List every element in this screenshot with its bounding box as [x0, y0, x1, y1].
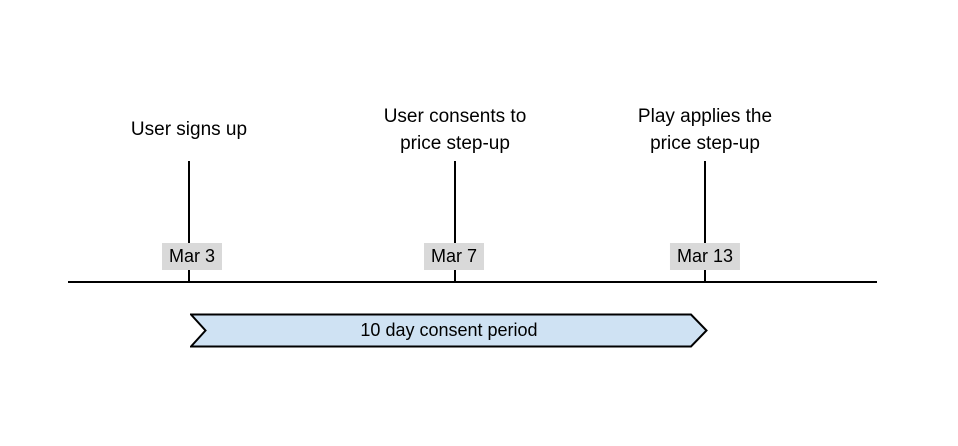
date-badge-mar-3: Mar 3	[161, 243, 223, 270]
event-label-play-applies: Play applies the price step-up	[555, 103, 855, 157]
timeline-axis-line	[68, 281, 877, 283]
event-label-user-consents: User consents to price step-up	[305, 103, 605, 157]
event-tick-mar-3	[188, 161, 190, 282]
date-badge-mar-13: Mar 13	[669, 243, 741, 270]
event-label-line: price step-up	[650, 133, 760, 154]
date-badge-mar-7: Mar 7	[423, 243, 485, 270]
chevron-banner-polygon	[190, 313, 708, 348]
event-label-line: Play applies the	[637, 106, 773, 127]
event-label-line: User signs up	[130, 119, 248, 140]
event-label-user-signs-up: User signs up	[39, 116, 339, 143]
consent-period-label: 10 day consent period	[360, 320, 538, 340]
consent-period-banner-shape	[190, 313, 708, 348]
event-tick-mar-13	[704, 161, 706, 282]
event-label-line: price step-up	[400, 133, 510, 154]
event-label-line: User consents to	[383, 106, 527, 127]
event-tick-mar-7	[454, 161, 456, 282]
